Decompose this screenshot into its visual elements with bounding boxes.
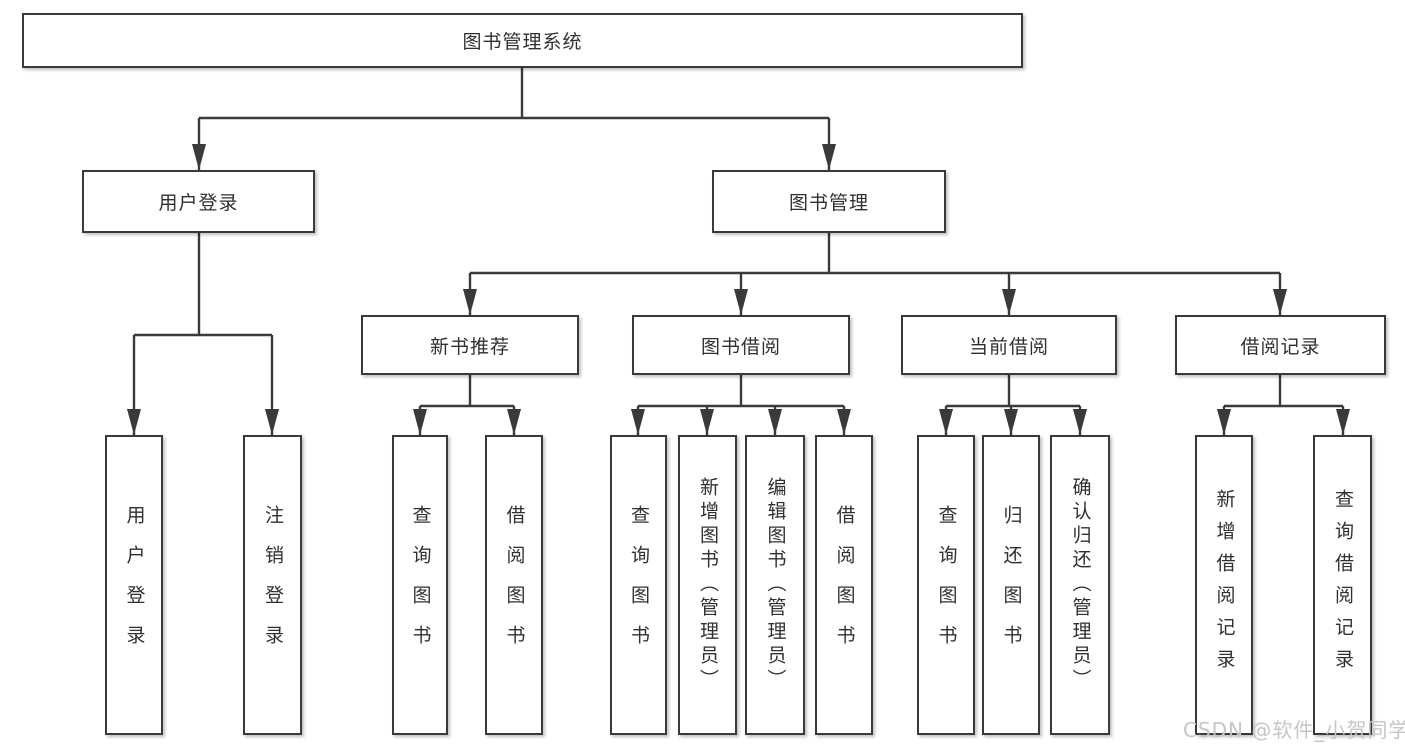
leaf-query-books-current: 查询图书 [917,435,975,735]
leaf-query-borrow-record: 查询借阅记录 [1313,435,1372,735]
leaf-label: 注销登录 [262,505,284,665]
leaf-borrow-books-recommend: 借阅图书 [485,435,543,735]
node-label: 新书推荐 [429,335,510,358]
leaf-label: 归还图书 [1000,505,1023,665]
leaf-query-books-recommend: 查询图书 [392,435,448,735]
leaf-label: 查询图书 [935,505,958,665]
node-user-login: 用户登录 [82,170,315,233]
node-label: 图书管理系统 [462,31,583,53]
node-label: 用户登录 [158,192,239,214]
leaf-logout: 注销登录 [243,435,302,735]
node-label: 借阅记录 [1240,335,1321,358]
node-label: 当前借阅 [968,335,1049,358]
leaf-label: 新增图书（管理员） [697,477,719,693]
csdn-watermark: CSDN @软件_小贺同学 [1183,718,1405,742]
leaf-borrow-books: 借阅图书 [815,435,873,735]
node-borrowing-records: 借阅记录 [1175,315,1386,375]
node-new-book-recommendation: 新书推荐 [361,315,579,375]
leaf-label: 借阅图书 [833,505,856,665]
leaf-label: 查询图书 [409,505,432,665]
leaf-add-books-admin: 新增图书（管理员） [678,435,737,735]
leaf-return-books: 归还图书 [982,435,1040,735]
node-current-borrowing: 当前借阅 [901,315,1117,375]
leaf-label: 查询图书 [628,505,650,665]
node-book-management: 图书管理 [712,170,946,233]
leaf-label: 借阅图书 [503,505,526,665]
leaf-label: 编辑图书（管理员） [764,477,787,693]
leaf-query-books-borrowing: 查询图书 [610,435,667,735]
node-label: 图书管理 [788,192,869,214]
leaf-add-borrow-record: 新增借阅记录 [1195,435,1253,735]
leaf-label: 用户登录 [123,505,146,665]
leaf-label: 查询借阅记录 [1332,489,1354,681]
leaf-user-login: 用户登录 [105,435,163,735]
leaf-label: 新增借阅记录 [1213,489,1236,681]
leaf-label: 确认归还（管理员） [1069,477,1092,693]
node-label: 图书借阅 [700,335,781,358]
node-book-borrowing: 图书借阅 [632,315,850,375]
leaf-edit-books-admin: 编辑图书（管理员） [745,435,805,735]
leaf-confirm-return-admin: 确认归还（管理员） [1050,435,1110,735]
node-library-management-system: 图书管理系统 [22,13,1023,68]
